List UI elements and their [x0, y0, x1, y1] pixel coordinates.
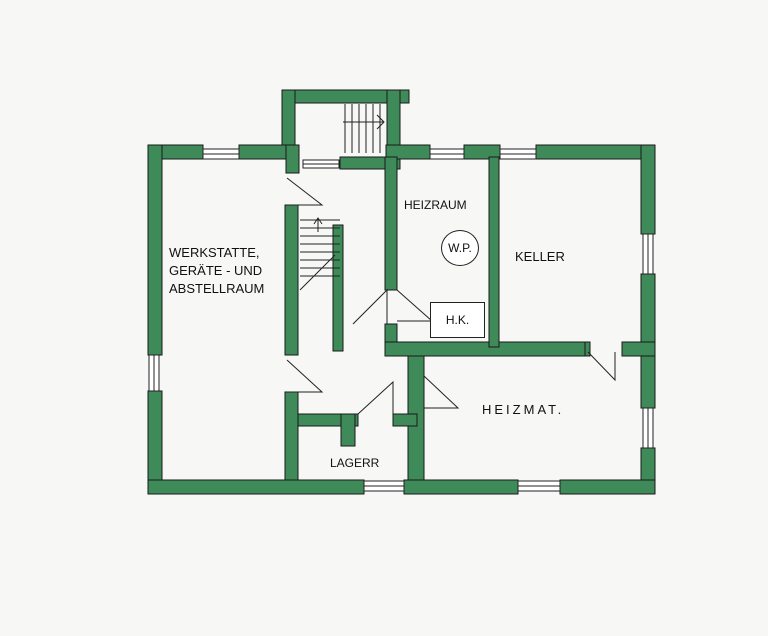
wall-segment	[285, 144, 300, 174]
room-label-keller: KELLER	[515, 249, 565, 264]
wall-segment	[392, 413, 418, 427]
wall-segment	[584, 341, 591, 357]
wall-segment	[559, 479, 656, 495]
room-label-line: ABSTELLRAUM	[169, 281, 265, 296]
wall-segment	[147, 144, 163, 356]
stair-arrow-icon	[313, 114, 385, 232]
room-label-lager: LAGERR	[330, 456, 380, 470]
room-label-werkstatt: WERKSTATTE, GERÄTE - UND ABSTELLRAUM	[169, 244, 279, 298]
room-label-line: WERKSTATTE,	[169, 245, 260, 260]
room-label-heizmat: HEIZMAT.	[482, 402, 565, 417]
room-label-line: GERÄTE - UND	[169, 263, 263, 278]
wall-segment	[284, 204, 299, 356]
wall-segment	[340, 413, 356, 447]
wall-segment	[403, 479, 519, 495]
wall-segment	[488, 156, 500, 348]
wall-segment	[281, 89, 296, 146]
windows	[148, 148, 654, 492]
walls	[147, 89, 656, 495]
wall-segment	[621, 341, 656, 357]
room-label-heizraum: HEIZRAUM	[404, 198, 467, 212]
wall-segment	[640, 144, 656, 235]
wall-segment	[535, 144, 656, 160]
wall-segment	[384, 156, 398, 291]
wall-segment	[284, 391, 299, 481]
wall-segment	[332, 224, 344, 352]
wall-segment	[640, 273, 656, 409]
wall-segment	[147, 479, 365, 495]
boiler-symbol: H.K.	[430, 302, 485, 338]
heat-pump-symbol: W.P.	[441, 230, 479, 266]
wall-segment	[384, 341, 586, 357]
wall-segment	[147, 390, 163, 495]
